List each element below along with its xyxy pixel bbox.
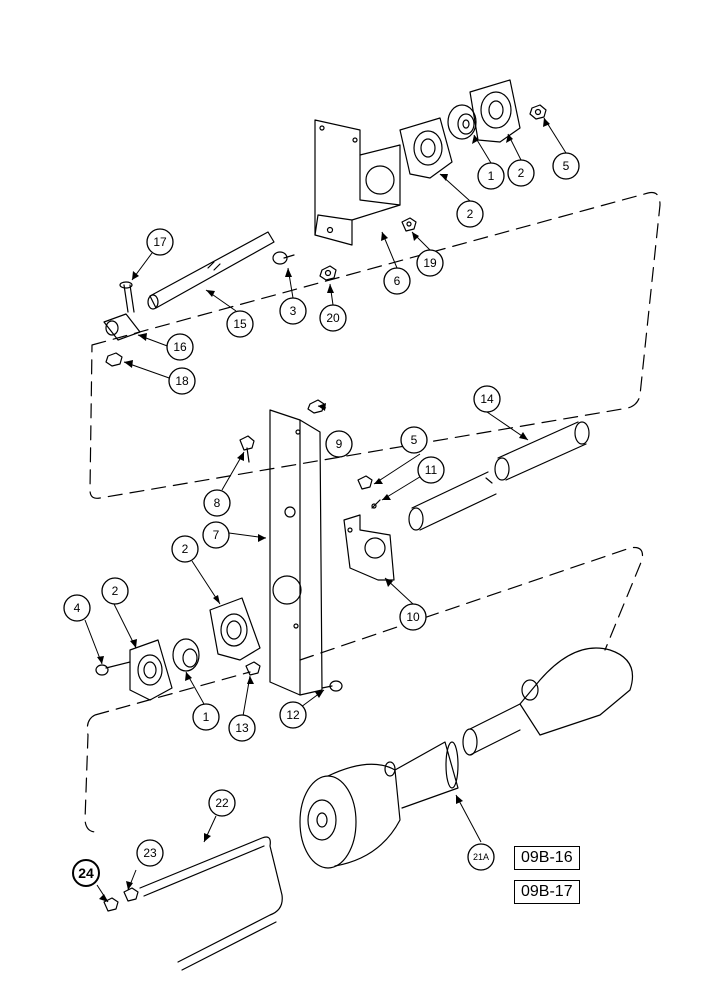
pto-driveline-21a — [299, 647, 634, 869]
tube-14-upper — [494, 421, 590, 481]
bearing-lower — [172, 638, 200, 672]
callout-23: 23 — [143, 846, 157, 860]
callout-21a: 21A — [473, 852, 489, 862]
bolt-4 — [95, 661, 131, 676]
callout-2b: 2 — [467, 207, 474, 221]
nut-9 — [307, 399, 325, 414]
callout-4: 4 — [74, 601, 81, 615]
callout-5a: 5 — [563, 159, 570, 173]
callout-2a: 2 — [518, 166, 525, 180]
callout-17: 17 — [153, 235, 167, 249]
bolt-8 — [239, 435, 255, 463]
nut-5b — [357, 475, 373, 490]
flange-bearing-top-right — [469, 79, 521, 143]
nut-20 — [319, 265, 337, 281]
reference-box-09b-16: 09B-16 — [514, 846, 580, 870]
callout-24: 24 — [78, 865, 94, 881]
callout-11: 11 — [425, 463, 438, 477]
nut-18 — [105, 352, 123, 367]
bracket-10 — [343, 514, 395, 581]
flange-bearing-top-left — [399, 117, 453, 179]
shaft-15 — [147, 231, 275, 310]
callout-20: 20 — [326, 311, 340, 325]
nut-13 — [245, 661, 261, 676]
callout-9: 9 — [336, 437, 343, 451]
callout-14: 14 — [480, 392, 494, 406]
assembly-boundary-upper — [89, 191, 661, 499]
flange-bearing-lower-left — [129, 639, 173, 701]
callout-1b: 1 — [203, 710, 210, 724]
callout-10: 10 — [406, 610, 420, 624]
callout-8: 8 — [214, 496, 221, 510]
callout-2d: 2 — [112, 584, 119, 598]
callout-2c: 2 — [182, 542, 189, 556]
callout-5b: 5 — [411, 433, 418, 447]
callout-18: 18 — [175, 374, 189, 388]
mounting-bracket-upper — [314, 119, 401, 246]
bolt-12 — [321, 680, 343, 692]
callout-13: 13 — [235, 721, 249, 735]
callout-1a: 1 — [488, 169, 495, 183]
nut-23 — [123, 887, 139, 902]
callout-15: 15 — [233, 317, 247, 331]
tube-14-lower — [408, 471, 497, 531]
clamp-16 — [103, 313, 141, 341]
callout-22: 22 — [215, 796, 229, 810]
reference-box-09b-17: 09B-17 — [514, 880, 580, 904]
assembly-boundary-lower — [84, 546, 644, 833]
small-bolt-11 — [371, 499, 381, 509]
callout-3: 3 — [290, 304, 297, 318]
callout-12: 12 — [286, 708, 300, 722]
u-bolt-22 — [139, 836, 283, 971]
callout-7: 7 — [213, 528, 220, 542]
bolt-17 — [119, 281, 135, 313]
callout-19: 19 — [423, 256, 437, 270]
nut-24 — [103, 897, 119, 912]
flange-bearing-mid — [209, 597, 261, 661]
bolt-3 — [272, 251, 295, 265]
nut-top — [529, 104, 547, 120]
callout-16: 16 — [173, 340, 187, 354]
callout-6: 6 — [394, 274, 401, 288]
bearing-top — [447, 104, 477, 140]
mounting-plate-7 — [269, 409, 323, 696]
bolt-small-19 — [401, 217, 417, 232]
